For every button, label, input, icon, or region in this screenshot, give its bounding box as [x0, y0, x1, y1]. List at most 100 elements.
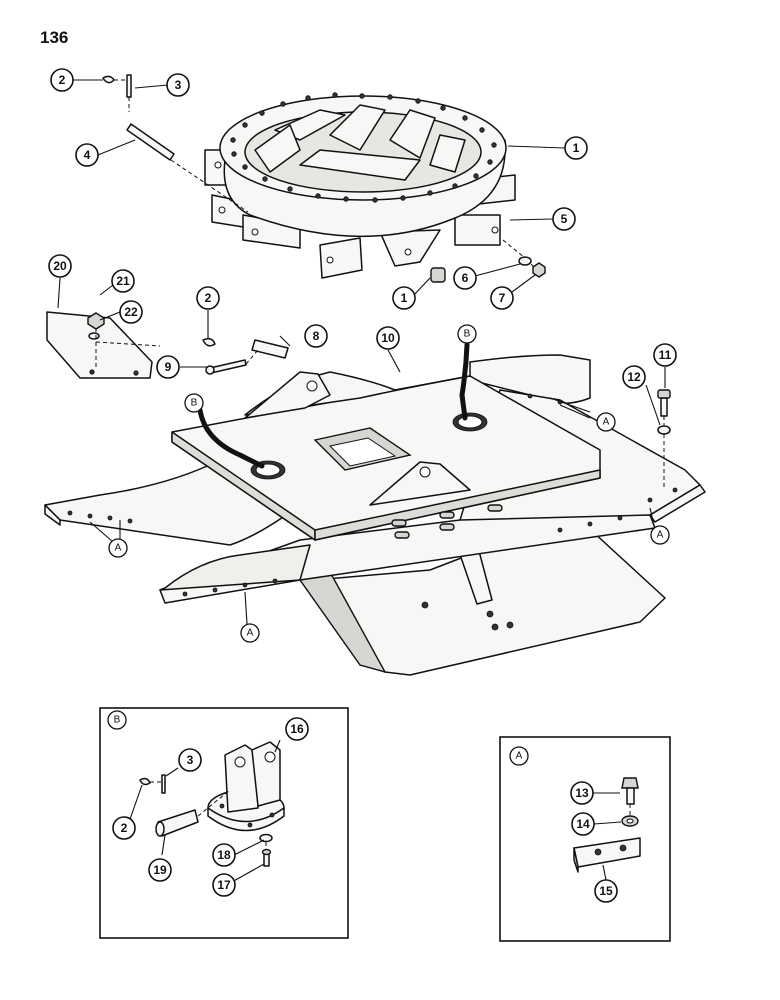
plate-part-15: [573, 837, 641, 873]
svg-text:A: A: [603, 417, 610, 428]
svg-text:B: B: [191, 398, 198, 409]
callout-11: 11: [653, 343, 677, 367]
cotter-pin-2-top: [102, 75, 115, 84]
svg-text:A: A: [115, 543, 122, 554]
callout-22: 22: [119, 300, 143, 324]
washer-12: [657, 425, 671, 435]
svg-text:11: 11: [659, 348, 672, 362]
pin-8: [251, 339, 289, 359]
callout-10: 10: [376, 326, 400, 350]
callout-12: 12: [622, 365, 646, 389]
svg-text:1: 1: [573, 141, 580, 155]
bolt-part-17: [261, 848, 272, 867]
callout-3-top: 3: [166, 73, 190, 97]
svg-text:17: 17: [217, 878, 231, 892]
svg-text:1: 1: [401, 291, 408, 305]
svg-text:22: 22: [124, 305, 138, 319]
ring-bolt-holes: [230, 92, 497, 203]
turntable-ring: [204, 92, 516, 279]
callout-16: 16: [285, 717, 309, 741]
bolt-11: [657, 389, 671, 417]
svg-text:4: 4: [84, 148, 91, 162]
cotter-part-2: [139, 777, 151, 786]
svg-text:2: 2: [59, 73, 66, 87]
callout-5: 5: [552, 207, 576, 231]
svg-text:13: 13: [575, 786, 589, 800]
ref-b-left: B: [184, 393, 204, 413]
svg-text:2: 2: [121, 821, 128, 835]
washer-6: [518, 256, 532, 266]
callout-1-ring: 1: [564, 136, 588, 160]
svg-text:A: A: [247, 628, 254, 639]
washer-part-18: [259, 833, 273, 843]
bushing-part-1: [430, 267, 446, 283]
inset-b: B: [99, 707, 349, 939]
svg-text:B: B: [114, 715, 121, 726]
svg-text:19: 19: [153, 863, 167, 877]
callout-1-bushing: 1: [392, 286, 416, 310]
callout-21: 21: [111, 269, 135, 293]
bolt-part-13: [621, 777, 639, 805]
svg-text:12: 12: [627, 370, 641, 384]
callout-4: 4: [75, 143, 99, 167]
ref-b-right: B: [457, 324, 477, 344]
callout-8: 8: [304, 324, 328, 348]
pin-part-3: [161, 774, 166, 794]
svg-text:16: 16: [290, 722, 304, 736]
callout-13: 13: [570, 781, 594, 805]
callout-3-inset-b: 3: [178, 748, 202, 772]
ref-a-bottom: A: [240, 623, 260, 643]
inset-b-tag: B: [107, 710, 127, 730]
cotter-pin-2-mid: [202, 337, 216, 347]
strap-b-left: [197, 407, 265, 469]
nut-7: [532, 262, 546, 278]
callout-2-mid: 2: [196, 286, 220, 310]
svg-text:14: 14: [576, 817, 590, 831]
svg-text:B: B: [464, 329, 471, 340]
inset-a: A 13 14 15: [499, 736, 671, 942]
ref-a-right-bottom: A: [650, 525, 670, 545]
pin-3-top: [126, 74, 132, 98]
svg-text:A: A: [516, 751, 523, 762]
svg-text:8: 8: [313, 329, 320, 343]
guard-part-20: [46, 311, 153, 379]
callout-19: 19: [148, 858, 172, 882]
svg-text:A: A: [657, 530, 664, 541]
pin-4: [126, 123, 175, 161]
svg-text:3: 3: [187, 753, 194, 767]
svg-text:15: 15: [599, 884, 613, 898]
svg-text:7: 7: [499, 291, 506, 305]
main-frame: [44, 354, 706, 676]
callout-7: 7: [490, 286, 514, 310]
assembly-dash-lines: [95, 79, 665, 488]
callout-9: 9: [156, 355, 180, 379]
callout-17: 17: [212, 873, 236, 897]
svg-text:3: 3: [175, 78, 182, 92]
callout-2-top: 2: [50, 68, 74, 92]
svg-text:5: 5: [561, 212, 568, 226]
callout-15: 15: [594, 879, 618, 903]
ref-a-right-top: A: [596, 412, 616, 432]
leader-lines: [57, 79, 666, 625]
pin-9: [205, 359, 247, 375]
lockwasher-part-14: [621, 815, 639, 827]
pin-part-19: [155, 809, 199, 837]
callout-2-inset-b: 2: [112, 816, 136, 840]
svg-text:6: 6: [462, 271, 469, 285]
callout-20: 20: [48, 254, 72, 278]
inset-a-tag: A: [509, 746, 529, 766]
callout-18: 18: [212, 843, 236, 867]
svg-text:2: 2: [205, 291, 212, 305]
svg-text:10: 10: [381, 331, 395, 345]
callout-14: 14: [571, 812, 595, 836]
strap-b-right: [459, 342, 470, 421]
svg-text:9: 9: [165, 360, 172, 374]
svg-text:21: 21: [116, 274, 130, 288]
svg-text:20: 20: [53, 259, 67, 273]
swivel-part-16: [207, 741, 285, 832]
page-number: 136: [40, 28, 69, 47]
svg-text:18: 18: [217, 848, 231, 862]
callout-6: 6: [453, 266, 477, 290]
ref-a-left: A: [108, 538, 128, 558]
